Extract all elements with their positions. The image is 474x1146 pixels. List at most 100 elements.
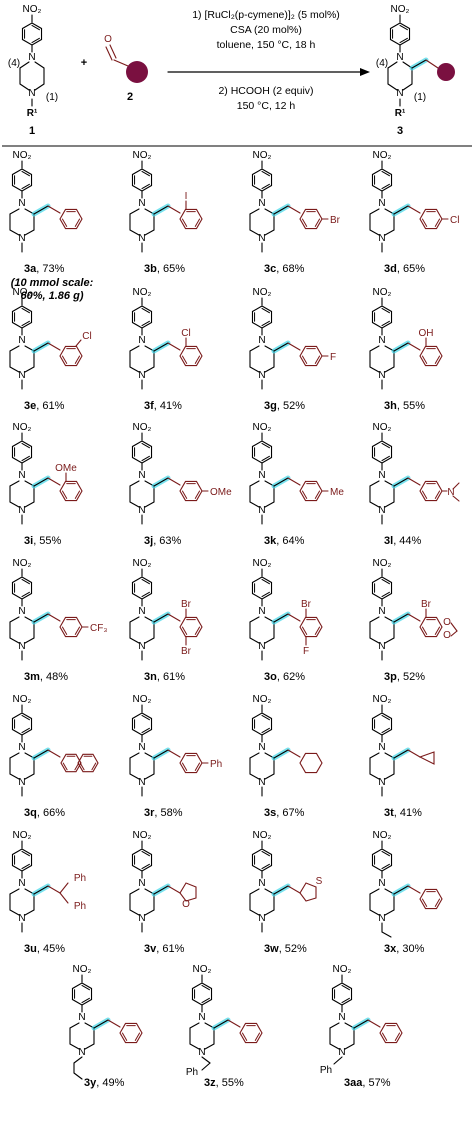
bond xyxy=(249,888,260,895)
bond xyxy=(189,1022,200,1029)
bond xyxy=(344,1043,355,1050)
n1-atom: N xyxy=(258,913,265,924)
double-bond xyxy=(421,898,428,907)
methylene-bond xyxy=(153,477,169,487)
substituent-label: Cl xyxy=(450,215,459,226)
double-bond xyxy=(261,455,270,462)
compound-label: 3n, 61% xyxy=(144,671,185,683)
compound-label: 3o, 62% xyxy=(264,671,305,683)
methylene-bond xyxy=(273,477,289,487)
nitro-label: NO₂ xyxy=(373,287,392,298)
nitro-label: NO₂ xyxy=(133,422,152,433)
compound-yield: , 62% xyxy=(277,671,305,683)
n4-atom: N xyxy=(258,878,265,889)
bond xyxy=(387,83,398,91)
substituent-label: OMe xyxy=(210,487,232,498)
bond xyxy=(249,501,260,508)
bond xyxy=(24,909,35,916)
double-bond xyxy=(261,591,270,598)
substituent-label: F xyxy=(330,352,336,363)
oxygen-label: O xyxy=(443,630,451,641)
bond xyxy=(387,61,398,69)
bond xyxy=(75,339,82,347)
n1-atom: N xyxy=(258,641,265,652)
bond xyxy=(9,773,20,780)
bond xyxy=(109,44,117,59)
substituent-label: Cl xyxy=(181,328,190,339)
nitrophenyl-ring xyxy=(11,305,33,329)
bond xyxy=(144,637,155,644)
nitro-label: NO₂ xyxy=(253,422,272,433)
bond xyxy=(9,480,20,487)
double-bond xyxy=(21,727,30,734)
bond xyxy=(69,1022,80,1029)
nitro-label: NO₂ xyxy=(13,422,32,433)
double-bond xyxy=(79,762,85,771)
compound-label: 3j, 63% xyxy=(144,535,182,547)
double-bond xyxy=(21,183,30,190)
nitro-label: NO₂ xyxy=(133,150,152,161)
double-bond xyxy=(141,578,150,585)
nitrophenyl-ring xyxy=(251,848,273,872)
substituent-label: Cl xyxy=(82,331,91,342)
aryl-ring xyxy=(299,616,323,638)
r1-label: R¹ xyxy=(27,108,38,119)
bond xyxy=(249,909,260,916)
nitro-label: NO₂ xyxy=(133,694,152,705)
nitro-label: NO₂ xyxy=(23,4,42,15)
aryl-ring xyxy=(379,1022,403,1044)
bond xyxy=(69,1043,80,1050)
nitrophenyl-ring xyxy=(131,712,153,736)
bond xyxy=(369,773,380,780)
double-bond xyxy=(62,762,68,771)
bond xyxy=(249,752,260,759)
bond xyxy=(129,637,140,644)
compound-yield: , 49% xyxy=(96,1077,124,1089)
double-bond xyxy=(261,578,270,585)
n1-atom: N xyxy=(258,505,265,516)
position-label: (1) xyxy=(414,92,426,103)
nitrophenyl-ring xyxy=(251,440,273,464)
aryl-ring xyxy=(179,752,203,774)
compound-id: 3p xyxy=(384,671,397,683)
aryl-bond xyxy=(47,885,61,894)
bond xyxy=(369,637,380,644)
double-bond xyxy=(21,714,30,721)
nitro-label: NO₂ xyxy=(193,964,212,975)
aryl-bond xyxy=(407,613,421,622)
bond xyxy=(249,616,260,623)
double-bond xyxy=(21,455,30,462)
aryl-ring xyxy=(419,888,443,910)
double-bond xyxy=(421,218,428,227)
compound-label: 3p, 52% xyxy=(384,671,425,683)
aryl-bond xyxy=(167,477,181,486)
compound-id: 3y xyxy=(84,1077,97,1089)
compound-label: 3c, 68% xyxy=(264,263,305,275)
aryl-ring xyxy=(419,345,443,367)
nitro-label: NO₂ xyxy=(253,287,272,298)
double-bond xyxy=(434,898,441,907)
compound-yield: , 44% xyxy=(393,535,421,547)
double-bond xyxy=(181,218,188,227)
bond xyxy=(264,366,275,373)
compound-label: 3u, 45% xyxy=(24,943,65,955)
aryl-ring xyxy=(299,345,323,367)
double-bond xyxy=(314,218,321,227)
n4-atom: N xyxy=(18,742,25,753)
n1-atom: N xyxy=(18,641,25,652)
double-bond xyxy=(21,863,30,870)
double-bond xyxy=(91,762,97,771)
bond xyxy=(264,909,275,916)
oxygen-label: O xyxy=(443,617,451,628)
bond xyxy=(249,229,260,236)
double-bond xyxy=(194,762,201,771)
double-bond xyxy=(141,307,150,314)
nitrophenyl-ring xyxy=(21,22,43,46)
aryl-bond xyxy=(287,342,301,351)
double-bond xyxy=(141,320,150,327)
nitro-label: NO₂ xyxy=(133,287,152,298)
